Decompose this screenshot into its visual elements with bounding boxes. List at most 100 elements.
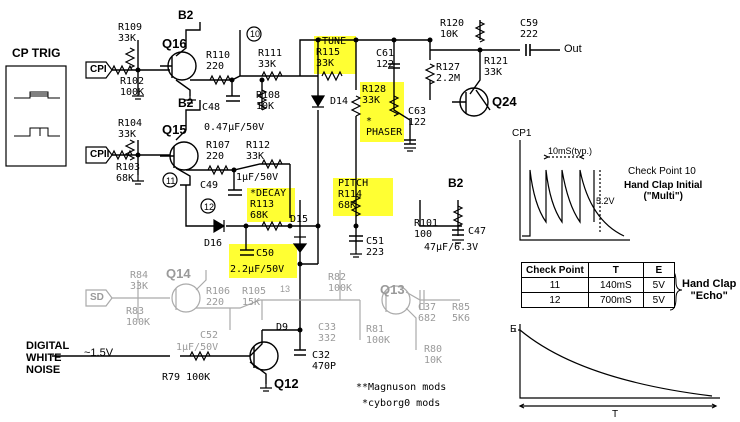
c61-label: C61 122 [376,48,395,70]
c49-label: C49 [200,180,219,191]
node-12-label: 12 [204,202,215,212]
waveform-cp1 [519,140,630,241]
r121-label: R121 33K [484,56,509,78]
hand-clap-initial-label: Hand Clap Initial ("Multi") [624,180,703,202]
table-cell: 140mS [587,277,644,293]
c37-label: C37 682 [418,302,437,324]
cyborg0-mods-note: *cyborg0 mods [362,398,441,409]
cp1-voltage-label: 5.2V [596,196,615,206]
digital-white-noise-label: DIGITAL WHITE NOISE [26,340,70,376]
r120-label: R120 10K [440,18,465,40]
input-connectors [85,61,113,164]
r111-label: R111 33K [258,48,283,70]
junctions [135,37,483,333]
sd-connector [85,289,113,307]
output-label: Out [564,43,582,55]
q13-label: Q13 [380,282,405,297]
node-10-label: 10 [250,29,261,39]
cp-trig-label: CP TRIG [12,46,61,60]
q16-label: Q16 [162,36,187,51]
r82-label: R82 100K [328,272,353,294]
r84-label: R84 33K [130,270,149,292]
resistors [111,21,486,362]
noise-level-label: ~1.5V [84,347,114,359]
r114-label: PITCH R114 68K [338,178,369,211]
q15-label: Q15 [162,122,187,137]
r108-label: R108 10K [256,90,281,112]
c52-value: 1µF/50V [176,342,219,353]
r110-label: R110 220 [206,50,231,72]
cp1-period-label: 10mS(typ.) [548,146,593,156]
node-markers [162,26,262,214]
q24-label: Q24 [492,94,517,109]
c50-value: 2.2µF/50V [230,264,285,275]
echo-t-axis-label: T [612,409,619,420]
r83-label: R83 100K [126,306,151,328]
active-wiring [52,20,560,384]
b2-top-label: B2 [178,8,194,22]
r104-label: R104 33K [118,118,143,140]
table-row: 11 140mS 5V [521,277,675,293]
r85-label: R85 5K6 [452,302,471,324]
c32-label: C32 470P [312,350,337,372]
d16-label: D16 [204,238,223,249]
r128-label: R128 33K [362,84,387,106]
brace [669,269,683,311]
d15-label: D15 [290,214,309,225]
r79-label: R79 100K [162,372,211,383]
r109-label: R109 33K [118,22,143,44]
c48-label: C48 [202,102,221,113]
c59-label: C59 222 [520,18,539,40]
r107-label: R107 220 [206,140,231,162]
c49-value: 1µF/50V [236,172,279,183]
c33-label: C33 332 [318,322,337,344]
c51-label: C51 223 [366,236,385,258]
check-point-10-label: Check Point 10 [628,166,696,177]
r105-label: R105 15K [242,286,267,308]
transistors [160,51,489,371]
r81-label: R81 100K [366,324,391,346]
waveform-echo [514,324,720,409]
node-11-label: 11 [166,176,176,186]
c47-value: 47µF/6.3V [424,242,479,253]
diodes [213,95,326,253]
table-cell: 12 [521,292,589,308]
cp-trig-box [5,65,67,167]
echo-e-axis-label: E [510,324,517,335]
table-cell: 11 [521,277,589,293]
table-header: T [587,262,644,278]
r103-label: R103 68K [116,162,141,184]
r106-label: R106 220 [206,286,231,308]
table-cell: 5V [642,277,675,293]
c52-label: C52 [200,330,219,341]
c50-label: C50 [256,248,275,259]
table-header-row: Check Point T E [521,262,675,278]
table-cell: 700mS [587,292,644,308]
node-13-label: 13 [280,284,291,294]
hand-clap-echo-label: Hand Clap "Echo" [682,278,737,302]
sd-input-label: SD [90,292,104,303]
r80-label: R80 10K [424,344,443,366]
cp1-input-label: CPI [90,64,107,75]
b2-right-label: B2 [448,176,464,190]
r102-label: R102 100K [120,76,145,98]
q14-label: Q14 [166,266,191,281]
disabled-circuit [112,270,460,350]
c63-label: C63 122 [408,106,427,128]
q12-label: Q12 [274,376,299,391]
c47-label: C47 [468,226,487,237]
d9-label: D9 [276,322,289,333]
check-point-table: Check Point T E 11 140mS 5V 12 700mS 5V [521,262,675,308]
magnuson-mods-note: **Magnuson mods [356,382,447,393]
d14-label: D14 [330,96,349,107]
table-header: Check Point [521,262,589,278]
ground-symbols [132,90,464,392]
phaser-label: * PHASER [366,116,403,138]
table-cell: 5V [642,292,675,308]
cp1-waveform-title: CP1 [512,128,532,139]
r101-label: R101 100 [414,218,439,240]
cp2-input-label: CPII [90,149,110,160]
r127-label: R127 2.2M [436,62,461,84]
table-row: 12 700mS 5V [521,292,675,308]
